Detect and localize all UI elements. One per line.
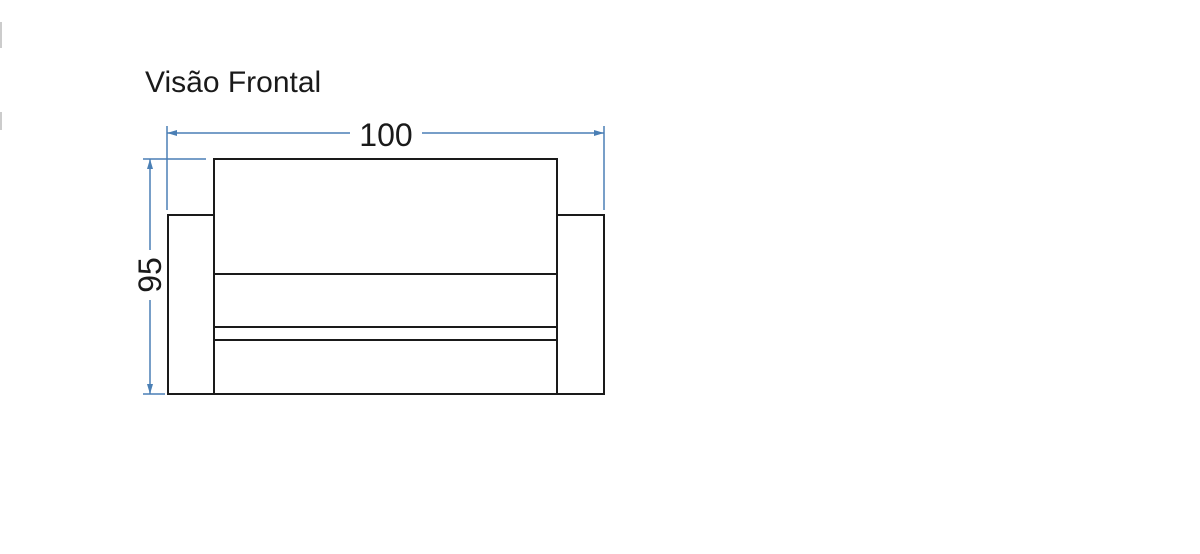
- height-dimension-label: 95: [132, 257, 168, 293]
- height-arrow-top: [147, 159, 153, 169]
- width-arrow-left: [167, 130, 177, 136]
- width-dimension-label: 100: [359, 117, 412, 153]
- height-dimension: 95: [132, 158, 206, 395]
- width-dimension: 100: [166, 117, 605, 210]
- sofa-outline: [167, 158, 605, 395]
- height-arrow-bottom: [147, 384, 153, 394]
- view-title: Visão Frontal: [145, 66, 321, 99]
- sofa-left-arm: [167, 214, 215, 395]
- sofa-right-arm: [556, 214, 605, 395]
- sofa-backrest: [213, 158, 558, 395]
- width-arrow-right: [594, 130, 604, 136]
